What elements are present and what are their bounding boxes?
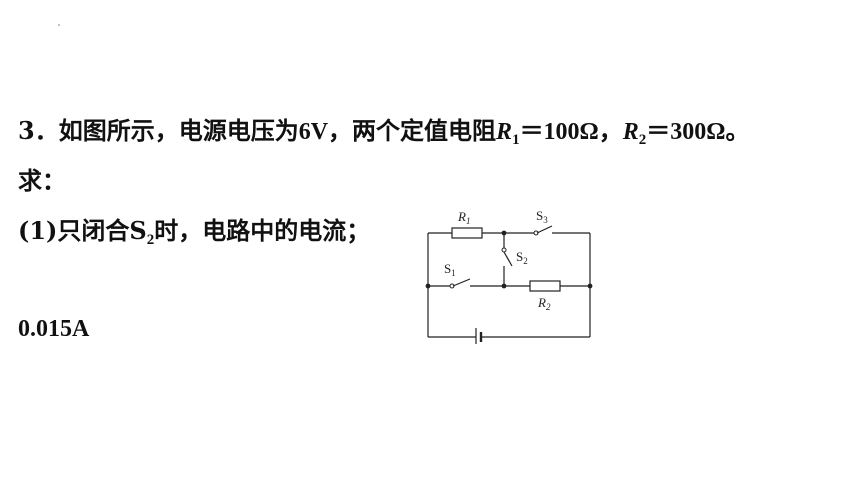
junction-dot — [587, 283, 593, 289]
circuit-diagram: R1 S3 S2 S1 R2 — [425, 208, 593, 344]
r2-value: ＝300Ω。 — [646, 119, 750, 145]
r2-label: R2 — [537, 295, 551, 312]
battery — [475, 328, 483, 344]
junction-dot — [425, 283, 431, 289]
r1-symbol: R — [496, 119, 513, 145]
switch-s2 — [501, 247, 513, 267]
question-statement: 3．如图所示，电源电压为6V，两个定值电阻R1＝100Ω，R2＝300Ω。 — [18, 116, 750, 155]
r1-subscript: 1 — [512, 132, 520, 148]
answer-text: 0.015A — [18, 316, 90, 342]
r1-label: R1 — [457, 209, 470, 226]
part1-subscript: 2 — [146, 232, 155, 248]
s1-label: S1 — [444, 261, 456, 278]
junction-dot — [501, 230, 507, 236]
source-voltage: 6V — [298, 119, 329, 145]
switch-s1 — [449, 278, 471, 289]
part1-suffix: 时，电路中的电流； — [154, 216, 371, 245]
r2-subscript: 2 — [638, 132, 647, 148]
part1-prefix: (1)只闭合S — [18, 216, 147, 245]
circuit-wires — [427, 232, 591, 338]
question-mid: ，两个定值电阻 — [328, 116, 497, 145]
decorative-dot — [58, 24, 60, 26]
switch-s3 — [533, 225, 553, 236]
s2-label: S2 — [516, 249, 528, 266]
question-part-1: (1)只闭合S2时，电路中的电流； — [18, 216, 370, 255]
question-ask: 求： — [18, 166, 66, 195]
question-number: 3 — [18, 116, 35, 145]
s3-label: S3 — [536, 208, 548, 225]
question-intro: ．如图所示，电源电压为 — [34, 116, 299, 145]
question-separator: ， — [598, 116, 623, 145]
resistor-r2 — [529, 280, 561, 292]
r2-symbol: R — [622, 119, 639, 145]
junction-dot — [501, 283, 507, 289]
r1-value: ＝100Ω — [519, 119, 599, 145]
resistor-r1 — [451, 227, 483, 239]
